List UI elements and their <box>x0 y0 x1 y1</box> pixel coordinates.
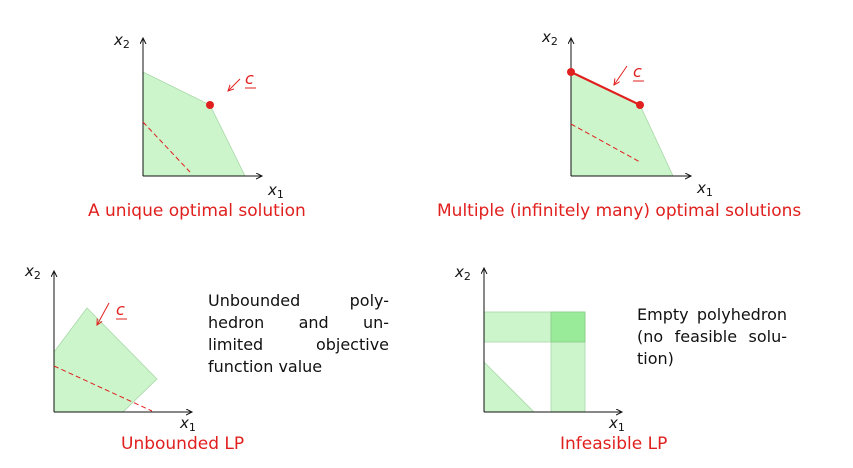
objective-level-line <box>142 121 191 173</box>
cost-arrow <box>97 302 110 325</box>
cost-vector-label: c <box>116 300 125 319</box>
objective-level-line <box>53 365 153 412</box>
description-line: limited objective <box>208 335 389 354</box>
x-axis-label: x1 <box>608 414 625 434</box>
panel-unbounded: c x2 x1 <box>24 262 196 434</box>
caption-unbounded: Unbounded LP <box>121 434 245 454</box>
optimal-vertex-left <box>567 68 575 76</box>
objective-level-line <box>570 123 641 163</box>
x-axis-label: x1 <box>696 179 713 199</box>
x-axis-label: x1 <box>179 414 196 434</box>
y-axis-label: x2 <box>24 262 41 282</box>
y-axis-label: x2 <box>113 31 130 51</box>
optimal-vertex <box>206 101 214 109</box>
panel-infeasible: x2 x1 <box>454 263 625 434</box>
y-axis-label: x2 <box>541 28 558 48</box>
optimal-vertex-right <box>636 101 644 109</box>
feasible-region <box>53 307 158 413</box>
description-line: hedron and un- <box>208 313 389 332</box>
y-axis-label: x2 <box>454 263 471 283</box>
cost-vector-label: c <box>633 62 642 81</box>
description-line: function value <box>208 357 323 376</box>
cost-vector-label: c <box>245 69 254 88</box>
description-line: tion) <box>637 349 674 368</box>
description-line: Empty polyhedron <box>637 305 787 324</box>
caption-multiple: Multiple (infinitely many) optimal solut… <box>437 201 802 221</box>
feasible-region <box>142 71 246 177</box>
corner-halfspace <box>483 361 535 413</box>
description-line: (no feasible solu- <box>637 327 787 346</box>
cost-arrow <box>614 65 628 85</box>
cost-arrow <box>228 78 241 91</box>
unbounded-description: Unbounded poly- hedron and un- limited o… <box>208 290 389 378</box>
caption-infeasible: Infeasible LP <box>560 434 668 454</box>
strip-overlap <box>550 311 586 343</box>
x-axis-label: x1 <box>267 181 284 201</box>
infeasible-description: Empty polyhedron (no feasible solu- tion… <box>637 304 787 370</box>
optimal-edge <box>570 71 641 106</box>
caption-unique: A unique optimal solution <box>88 201 306 221</box>
panel-unique: c x2 x1 <box>113 31 284 201</box>
feasible-region <box>570 71 674 177</box>
description-line: Unbounded poly- <box>208 291 389 310</box>
panel-multiple: c x2 x1 <box>541 28 713 199</box>
